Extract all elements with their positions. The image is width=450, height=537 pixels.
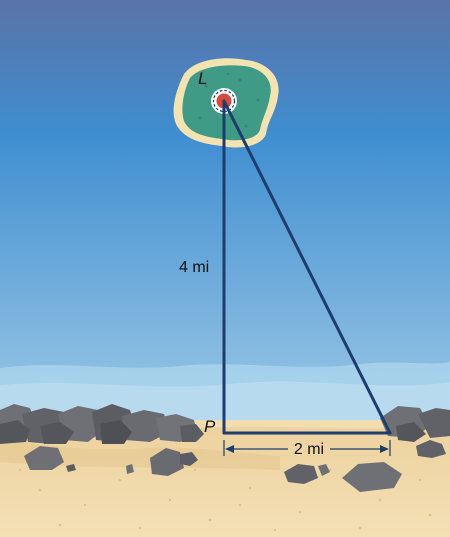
dimension-horizontal: [223, 440, 391, 456]
label-vertical-distance: 4 mi: [179, 259, 209, 276]
label-island-point: L: [198, 69, 207, 88]
rocks-right-cluster: [380, 406, 450, 442]
label-horizontal-distance: 2 mi: [294, 441, 324, 458]
beach-sand-shade: [0, 440, 280, 470]
sand-speckles: [18, 468, 432, 532]
beach-rocks-scattered: [24, 440, 446, 492]
label-shore-point: P: [204, 417, 216, 436]
rocks-left-cluster: [0, 404, 204, 444]
hypotenuse: [222, 99, 392, 435]
right-triangle: [222, 99, 392, 435]
